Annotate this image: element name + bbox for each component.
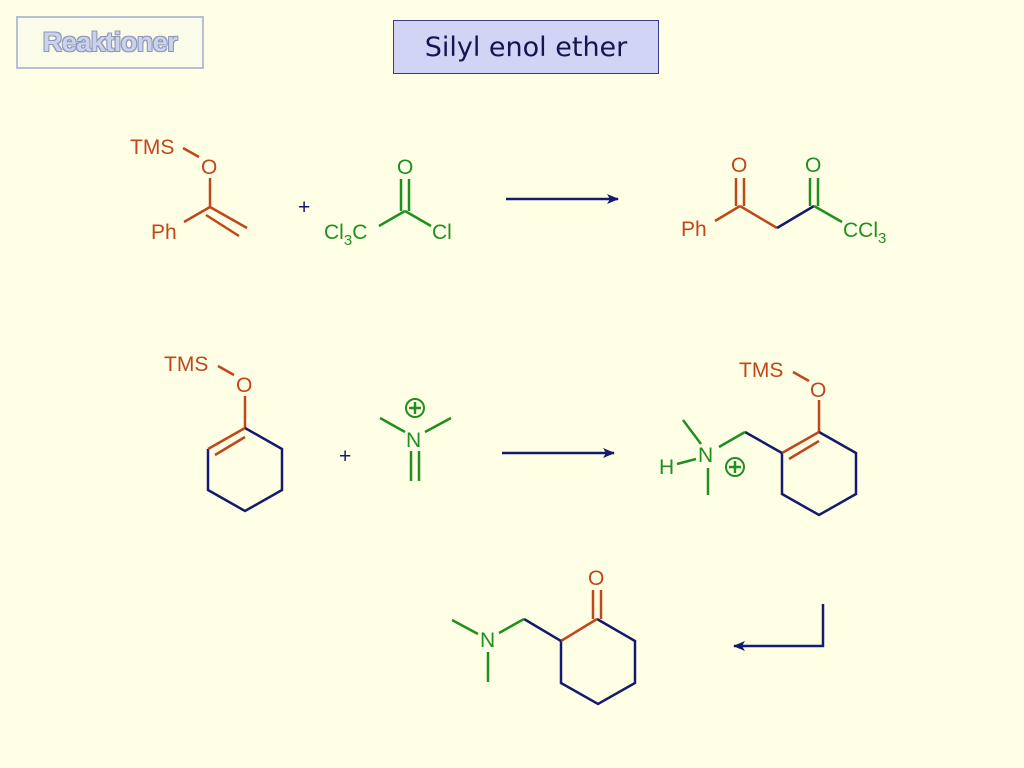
reaction1-product: Ph O O CCl3 (681, 154, 886, 247)
bond (182, 146, 200, 159)
tms-label: TMS (130, 136, 174, 159)
title-box: Silyl enol ether (393, 20, 659, 74)
double-bond (209, 205, 248, 230)
bond (718, 430, 746, 449)
phenyl-label: Ph (681, 218, 707, 241)
oxygen-label: O (731, 154, 747, 177)
double-bond (214, 435, 246, 457)
phenyl-label: Ph (151, 221, 177, 244)
bond (792, 370, 810, 383)
bond (744, 430, 783, 455)
oxygen-label: O (201, 156, 217, 179)
nitrogen-label: N (406, 429, 421, 452)
nitrogen-label: N (480, 629, 495, 652)
section-label-box: Reaktioner (16, 16, 204, 69)
reaction2-product: O N (451, 567, 637, 706)
oxygen-label: O (805, 154, 821, 177)
section-label: Reaktioner (42, 27, 178, 57)
reaction1-reactant2: O Cl3C Cl (324, 156, 452, 249)
reaction2-reactant1: TMS O (164, 353, 284, 513)
bond (523, 617, 562, 643)
bond (776, 204, 815, 230)
reaction2-reactant2: N (379, 398, 452, 481)
trichloromethyl-label: CCl3 (843, 219, 886, 247)
oxygen-label: O (588, 567, 604, 590)
tms-label: TMS (164, 353, 208, 376)
bond (682, 419, 702, 445)
bond (379, 416, 406, 434)
oxygen-label: O (236, 374, 252, 397)
plus-sign: + (339, 445, 351, 468)
double-bond (207, 426, 246, 451)
double-bond (788, 439, 820, 461)
bond (813, 204, 843, 224)
hydrogen-label: H (659, 456, 674, 479)
bond (498, 617, 525, 635)
bond (560, 617, 598, 643)
bond (424, 416, 452, 434)
bond (217, 364, 235, 377)
plus-sign: + (298, 196, 310, 219)
cyclohexene-ring (206, 426, 284, 513)
bond (714, 204, 741, 223)
double-bond (781, 430, 820, 455)
positive-charge-icon (725, 457, 745, 477)
bond (451, 618, 479, 636)
reaction1-reactant1: TMS O Ph (130, 136, 248, 244)
double-bond (205, 213, 240, 238)
oxygen-label: O (397, 156, 413, 179)
reaction2-intermediate: TMS O H N (659, 359, 858, 517)
reaction-arrow (733, 604, 825, 651)
positive-charge-icon (405, 398, 425, 418)
bond (676, 457, 697, 466)
bond (378, 209, 406, 228)
bond (183, 205, 211, 224)
chloro-label: Cl (432, 221, 452, 244)
page-title: Silyl enol ether (424, 31, 628, 63)
nitrogen-label: N (698, 444, 713, 467)
trichloromethyl-label: Cl3C (324, 221, 367, 249)
bond (739, 204, 778, 230)
oxygen-label: O (810, 379, 826, 402)
cyclohexene-ring (780, 430, 858, 517)
tms-label: TMS (739, 359, 783, 382)
cyclohexanone-ring (559, 617, 637, 706)
bond (404, 209, 432, 228)
